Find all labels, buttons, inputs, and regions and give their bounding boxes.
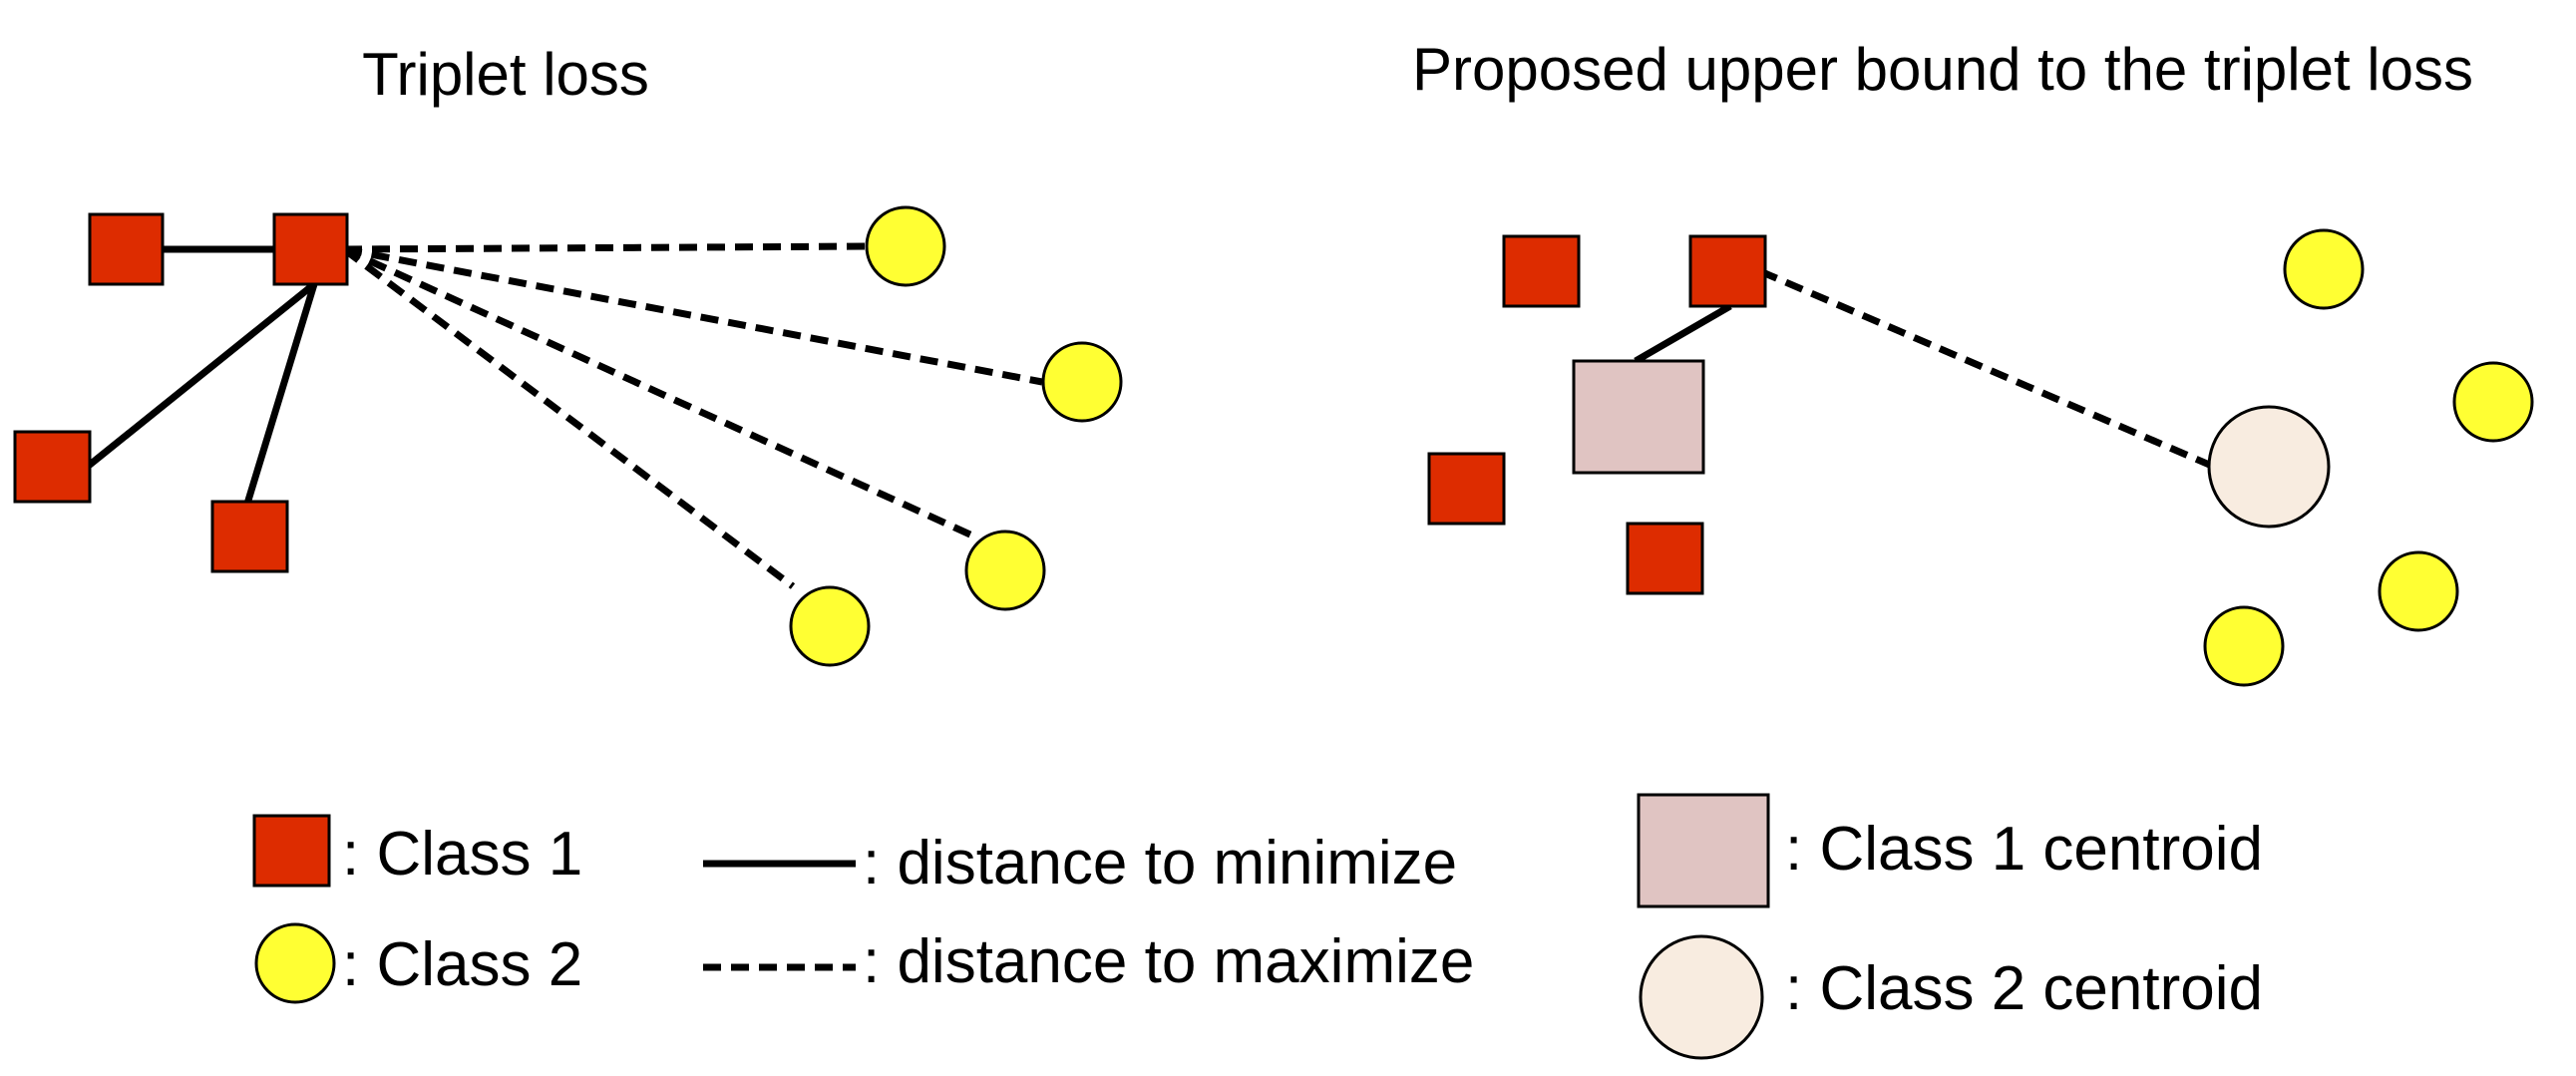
legend-class2-label: : Class 2 [342, 930, 582, 999]
class1-point [13, 430, 92, 504]
right-panel-title: Proposed upper bound to the triplet loss [1412, 36, 2473, 103]
class2-point [1041, 341, 1123, 423]
minimize-line [243, 282, 318, 506]
class2-point [2203, 605, 2285, 687]
minimize-line [82, 281, 317, 472]
minimize-line [1634, 302, 1732, 365]
legend-class2-centroid-swatch [1639, 934, 1764, 1060]
class2-point [865, 205, 946, 287]
class1-point [1502, 234, 1581, 308]
legend-class1-swatch [252, 814, 331, 888]
class1-centroid [1572, 359, 1705, 475]
maximize-line [343, 245, 1043, 386]
legend-class2-centroid-label: : Class 2 centroid [1785, 954, 2263, 1023]
legend-class2-swatch [254, 922, 336, 1004]
class2-point [789, 585, 871, 667]
class2-point [964, 530, 1046, 611]
left-panel-lines [82, 242, 1043, 589]
left-panel-class1-points [13, 212, 349, 573]
maximize-line [1758, 267, 2216, 471]
class1-point [1427, 452, 1506, 526]
class1-point [1626, 522, 1704, 595]
legend-class1-label: : Class 1 [342, 820, 582, 889]
legend-maximize-label: : distance to maximize [863, 927, 1474, 996]
class1-point [272, 212, 349, 286]
right-panel-class2-points [2203, 228, 2534, 687]
class2-point [2378, 550, 2459, 632]
right-panel-class1-points [1427, 234, 1767, 595]
right-panel-lines [1634, 267, 2216, 471]
maximize-line [342, 245, 974, 539]
legend-class1-centroid-label: : Class 1 centroid [1785, 815, 2263, 884]
class1-point [210, 500, 289, 573]
maximize-line [343, 242, 869, 253]
class2-point [2452, 361, 2534, 443]
class2-centroid [2207, 405, 2331, 529]
maximize-line [341, 246, 796, 589]
class1-point [1688, 234, 1767, 308]
left-panel-title: Triplet loss [362, 41, 649, 108]
class1-point [88, 212, 165, 286]
legend-class1-centroid-swatch [1637, 793, 1770, 908]
legend: : Class 1 : Class 2 : distance to minimi… [252, 793, 2263, 1060]
left-panel-class2-points [789, 205, 1123, 667]
legend-minimize-label: : distance to minimize [863, 829, 1457, 897]
class2-point [2283, 228, 2365, 310]
